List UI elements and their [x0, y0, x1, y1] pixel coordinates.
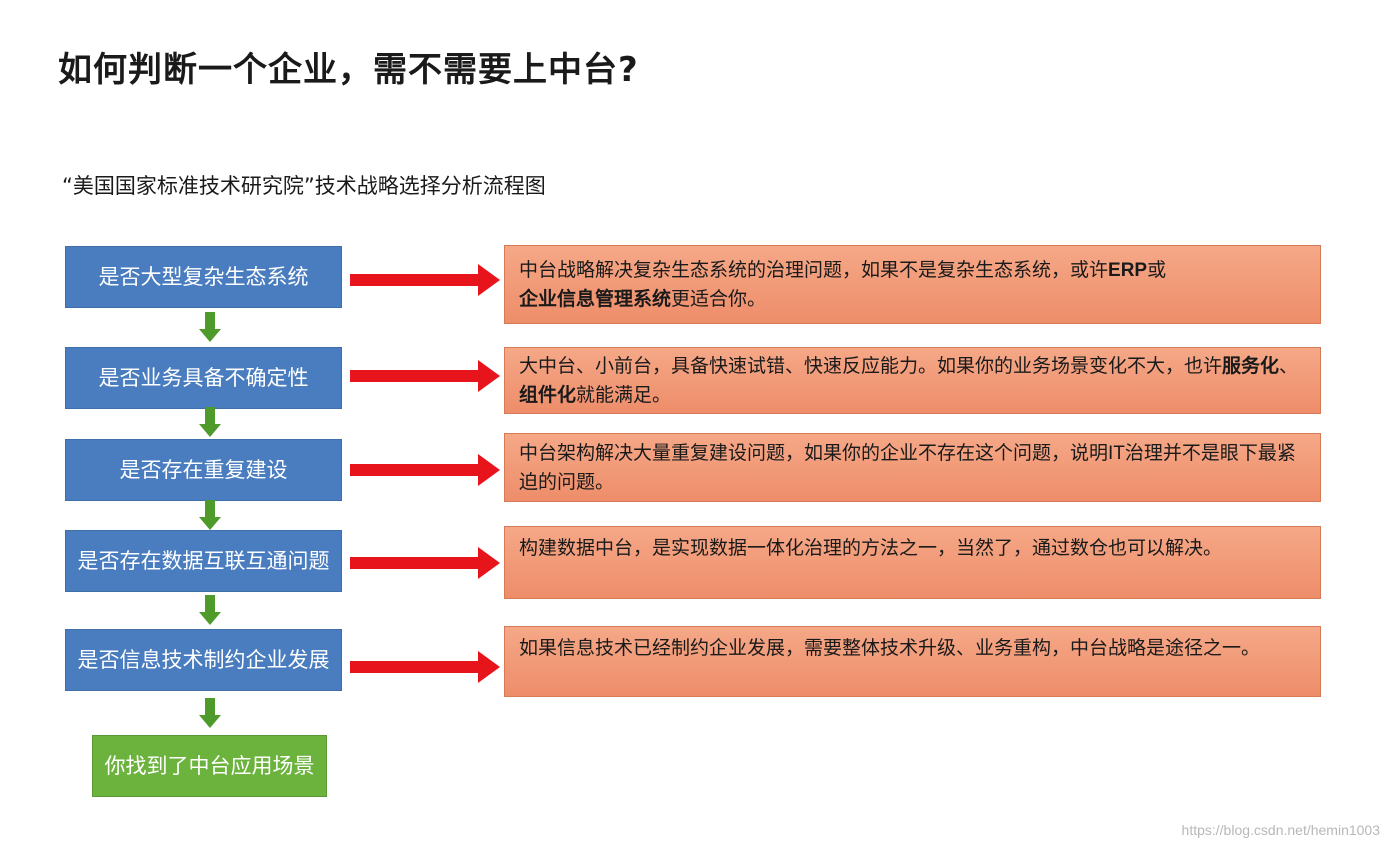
note-emphasis: ERP — [1108, 260, 1148, 281]
note-uncertainty: 大中台、小前台，具备快速试错、快速反应能力。如果你的业务场景变化不大，也许服务化… — [504, 347, 1321, 414]
down-arrow-icon — [199, 407, 221, 437]
note-emphasis: 组件化 — [519, 385, 577, 406]
step-label: 是否大型复杂生态系统 — [98, 265, 309, 289]
note-text: 大中台、小前台，具备快速试错、快速反应能力。如果你的业务场景变化不大，也许 — [519, 356, 1223, 377]
note-text: 、 — [1279, 356, 1299, 377]
note-it-constraint: 如果信息技术已经制约企业发展，需要整体技术升级、业务重构，中台战略是途径之一。 — [504, 626, 1321, 697]
step-ecosystem: 是否大型复杂生态系统 — [65, 246, 342, 308]
note-data-interconnect: 构建数据中台，是实现数据一体化治理的方法之一，当然了，通过数仓也可以解决。 — [504, 526, 1321, 599]
step-label: 你找到了中台应用场景 — [104, 754, 315, 778]
step-label: 是否业务具备不确定性 — [98, 366, 309, 390]
note-text: 中台架构解决大量重复建设问题，如果你的企业不存在这个问题，说明IT治理并不是眼下… — [519, 443, 1296, 493]
step-it-constraint: 是否信息技术制约企业发展 — [65, 629, 342, 691]
note-text: 就能满足。 — [576, 385, 672, 406]
note-text: 或 — [1147, 260, 1167, 281]
page-title: 如何判断一个企业，需不需要上中台? — [58, 50, 639, 90]
down-arrow-icon — [199, 595, 221, 625]
step-data-interconnect: 是否存在数据互联互通问题 — [65, 530, 342, 592]
down-arrow-icon — [199, 312, 221, 342]
right-arrow-icon — [350, 547, 500, 579]
step-label: 是否存在数据互联互通问题 — [77, 549, 330, 573]
note-emphasis: 服务化 — [1222, 356, 1280, 377]
down-arrow-icon — [199, 500, 221, 530]
page-subtitle: “美国国家标准技术研究院”技术战略选择分析流程图 — [62, 174, 546, 198]
note-text: 构建数据中台，是实现数据一体化治理的方法之一，当然了，通过数仓也可以解决。 — [519, 538, 1223, 559]
step-label: 是否信息技术制约企业发展 — [77, 648, 330, 672]
note-text: 如果信息技术已经制约企业发展，需要整体技术升级、业务重构，中台战略是途径之一。 — [519, 638, 1261, 659]
right-arrow-icon — [350, 264, 500, 296]
step-uncertainty: 是否业务具备不确定性 — [65, 347, 342, 409]
step-duplication: 是否存在重复建设 — [65, 439, 342, 501]
watermark: https://blog.csdn.net/hemin1003 — [1181, 822, 1380, 838]
note-text: 中台战略解决复杂生态系统的治理问题，如果不是复杂生态系统，或许 — [519, 260, 1109, 281]
right-arrow-icon — [350, 360, 500, 392]
note-text: 更适合你。 — [671, 289, 767, 310]
note-duplication: 中台架构解决大量重复建设问题，如果你的企业不存在这个问题，说明IT治理并不是眼下… — [504, 433, 1321, 502]
down-arrow-icon — [199, 698, 221, 728]
note-ecosystem: 中台战略解决复杂生态系统的治理问题，如果不是复杂生态系统，或许ERP或企业信息管… — [504, 245, 1321, 324]
right-arrow-icon — [350, 651, 500, 683]
step-final-scenario: 你找到了中台应用场景 — [92, 735, 327, 797]
right-arrow-icon — [350, 454, 500, 486]
step-label: 是否存在重复建设 — [119, 458, 288, 482]
note-emphasis: 企业信息管理系统 — [519, 289, 672, 310]
